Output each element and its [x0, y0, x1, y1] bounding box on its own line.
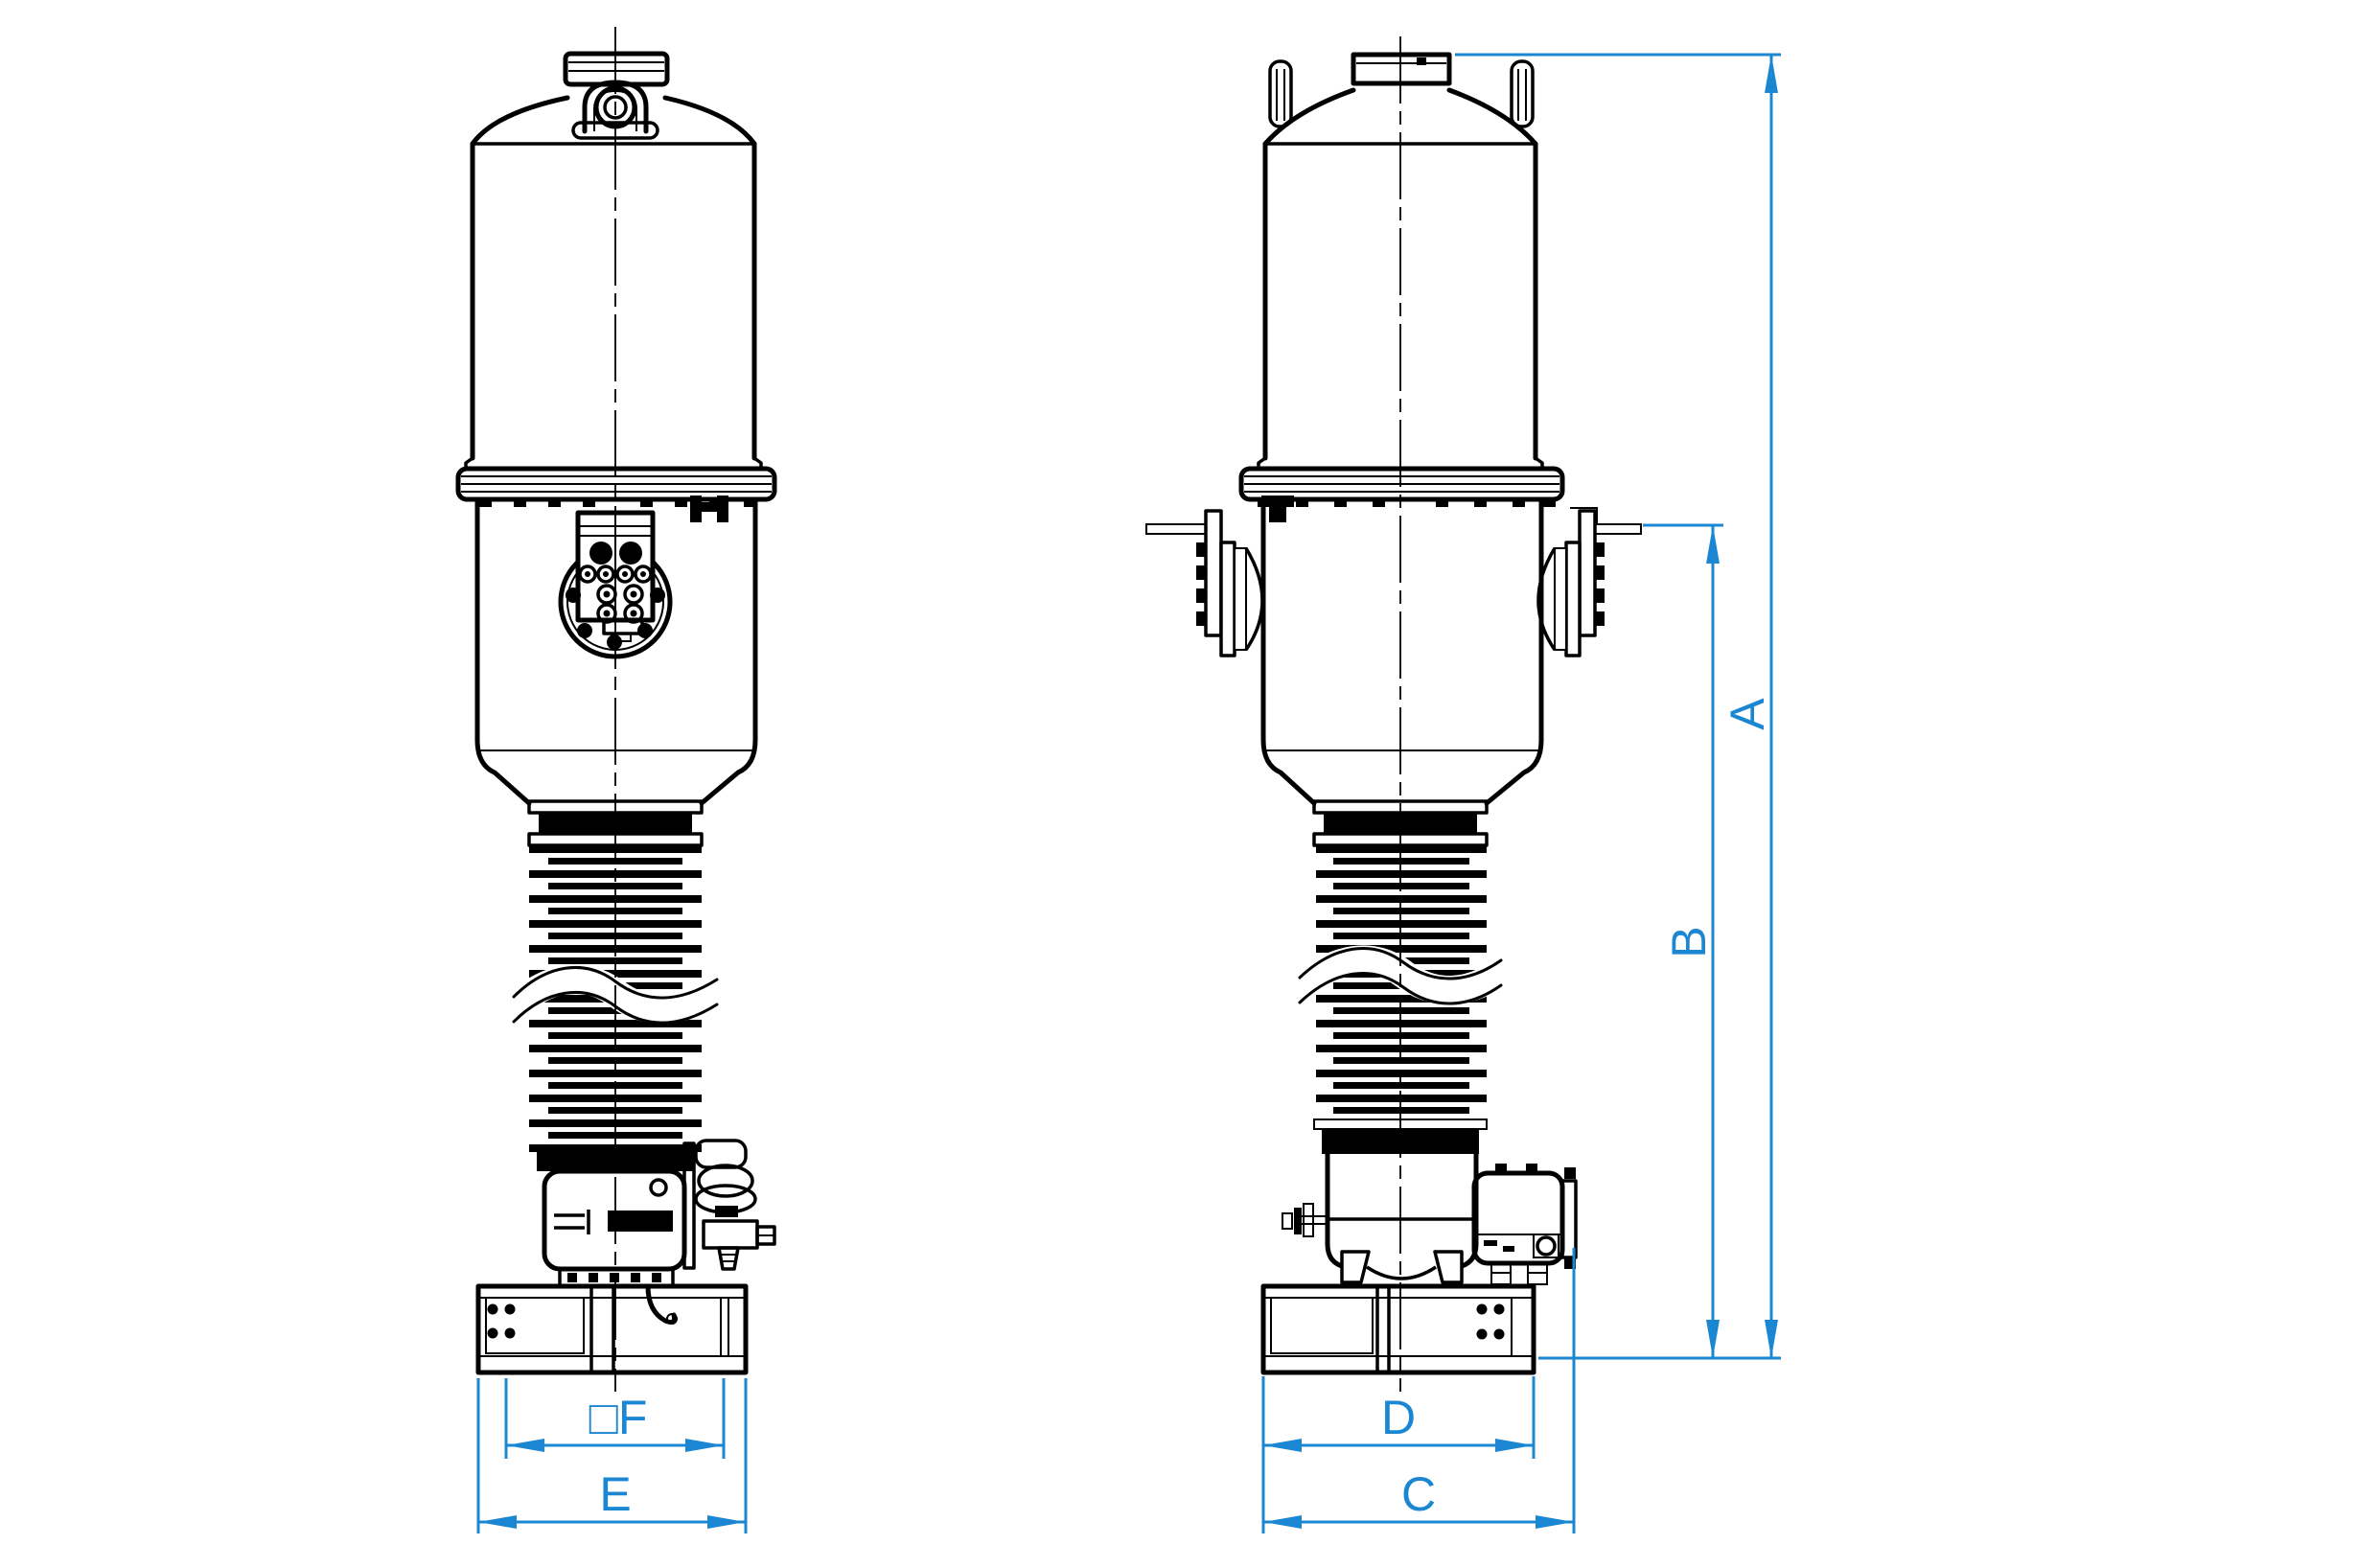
dimension-label-E: E — [599, 1467, 631, 1521]
dimension-label-C: C — [1401, 1467, 1436, 1521]
drain-pipe — [645, 1283, 678, 1325]
terminal-bulge-right — [1536, 547, 1557, 651]
sight-glass — [697, 1164, 754, 1198]
oil-gauge-assembly — [682, 1139, 776, 1271]
indicator-dot — [649, 1178, 668, 1197]
dimensions: A B D C □F E — [476, 53, 1781, 1533]
bottom-bowl-side — [1282, 1151, 1479, 1284]
dimension-C: C — [1263, 1248, 1576, 1533]
lower-housing-side — [1260, 496, 1544, 847]
bowl-foot-left — [1340, 1250, 1371, 1284]
side-view — [1145, 36, 1642, 1392]
dome-shoulder-left — [470, 95, 570, 147]
mechanism-box-side — [1471, 1170, 1565, 1266]
terminal-plate-right — [1578, 509, 1597, 637]
terminal-rod-right — [1594, 523, 1642, 535]
head-tank-front — [464, 51, 763, 469]
terminal-plate-left — [1204, 509, 1223, 637]
valve-block — [702, 1219, 759, 1250]
dimension-label-D: D — [1381, 1391, 1416, 1444]
dimension-B: B — [1643, 523, 1723, 1358]
terminal-rod-left — [1145, 523, 1211, 535]
wavy-break-line-side — [1285, 945, 1515, 1005]
dome-shoulder-side-right — [1446, 87, 1538, 147]
dimension-label-F: □F — [589, 1391, 648, 1444]
terminal-studs — [578, 542, 653, 624]
dimension-label-A: A — [1721, 698, 1774, 730]
nameplate — [608, 1211, 673, 1232]
mechanism-port — [1536, 1235, 1557, 1257]
dimension-E: E — [476, 1378, 748, 1533]
dome-shoulder-side-left — [1262, 87, 1356, 147]
flange-clamp-bracket-side — [1261, 496, 1294, 522]
top-cover-plate-side — [1351, 52, 1452, 86]
terminal-rim-bolts — [566, 588, 665, 650]
base-frame-front — [475, 1283, 749, 1375]
dimension-label-B: B — [1662, 926, 1716, 957]
mounting-flange-front — [455, 466, 777, 522]
drain-fitting — [717, 1246, 740, 1271]
bowl-foot-right — [1433, 1250, 1464, 1284]
base-frame-side — [1260, 1283, 1536, 1375]
dome-shoulder-right — [662, 95, 757, 147]
base-bolt-holes — [487, 1303, 516, 1339]
lifting-lug-side-right — [1510, 59, 1535, 128]
base-bolt-holes-side — [1476, 1303, 1505, 1340]
front-view — [455, 27, 777, 1392]
drive-mechanism-side — [1471, 1164, 1578, 1285]
top-cover-plate — [563, 51, 670, 87]
lifting-lug-side-left — [1268, 59, 1293, 128]
dimension-A: A — [1455, 53, 1781, 1360]
terminal-bulge-left — [1244, 547, 1264, 651]
mounting-flange-side — [1238, 466, 1598, 548]
side-valve — [1282, 1203, 1314, 1237]
skirt-bolts — [567, 1273, 661, 1282]
bellows-insulator-side — [1285, 845, 1515, 1154]
bowl-bottom — [1366, 1265, 1437, 1280]
primary-terminal-right — [1536, 509, 1642, 657]
primary-terminal-left — [1145, 509, 1264, 657]
flange-clamp-bracket — [690, 496, 728, 522]
dimension-D: D — [1261, 1376, 1536, 1533]
dimension-F: □F — [504, 1378, 726, 1459]
